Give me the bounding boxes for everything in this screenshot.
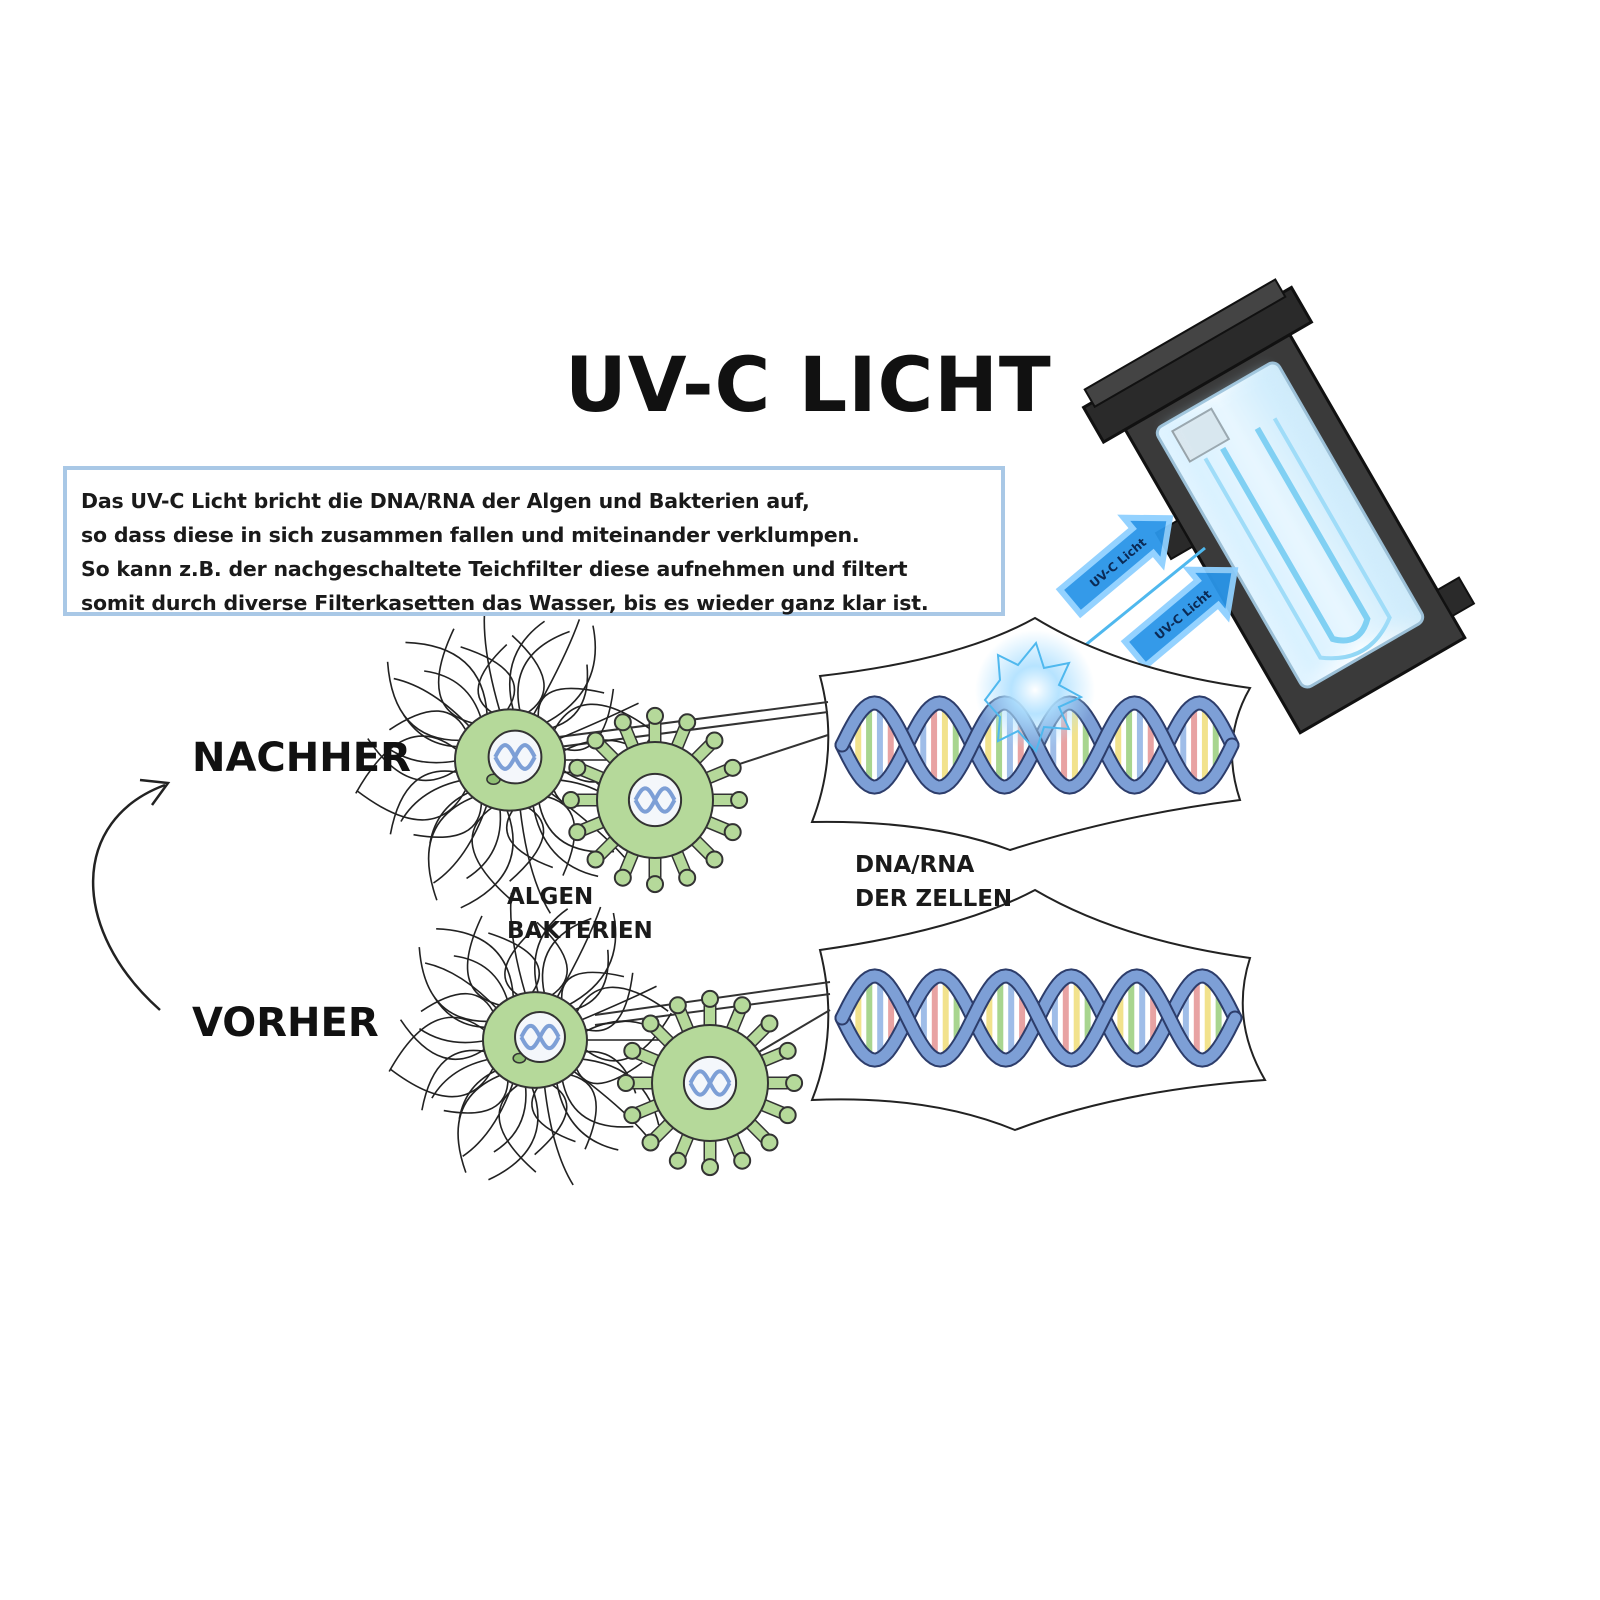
- uv-impact-burst: [983, 640, 1084, 753]
- curved-arrow-icon: [91, 783, 166, 1011]
- dna-helix-icon: [834, 968, 1243, 1068]
- dna-panel-before: [810, 888, 1267, 1132]
- description-line: somit durch diverse Filterkasetten das W…: [81, 591, 929, 615]
- page-title: UV-C LICHT: [565, 340, 1052, 429]
- label-after: NACHHER: [192, 735, 411, 781]
- dna-panel-after: [810, 616, 1252, 852]
- algae-cell-icon: [388, 892, 683, 1186]
- curved-arrow-head: [139, 778, 171, 806]
- description-line: Das UV-C Licht bricht die DNA/RNA der Al…: [81, 489, 810, 513]
- description-line: So kann z.B. der nachgeschaltete Teichfi…: [81, 557, 908, 581]
- label-cells: ALGEN BAKTERIEN: [507, 884, 653, 944]
- description-line: so dass diese in sich zusammen fallen un…: [81, 523, 860, 547]
- bacteria-cell-icon: [561, 706, 749, 894]
- description-box: Das UV-C Licht bricht die DNA/RNA der Al…: [63, 466, 1005, 616]
- uv-lamp-icon: [1081, 278, 1476, 735]
- label-dna: DNA/RNA DER ZELLEN: [855, 852, 1013, 912]
- label-before: VORHER: [192, 1000, 379, 1046]
- bacteria-cell-icon: [616, 989, 804, 1177]
